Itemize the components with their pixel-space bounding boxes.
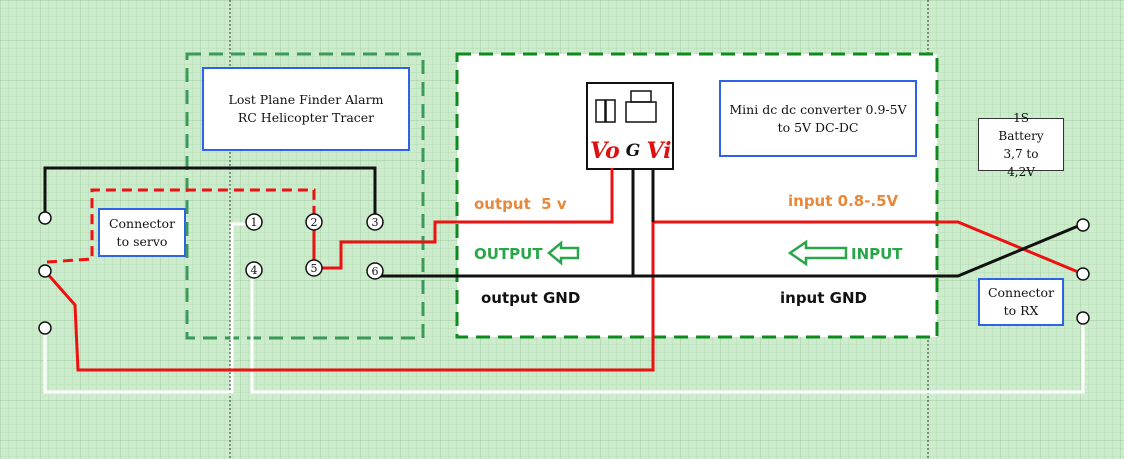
battery-label: 1S Battery 3,7 to 4,2V bbox=[978, 111, 1064, 179]
converter-label: Mini dc dc converter 0.9-5V to 5V DC-DC bbox=[719, 80, 917, 157]
input-arrow-label: INPUT bbox=[851, 245, 903, 263]
rx-contact-middle bbox=[1076, 267, 1090, 281]
rx-connector-label: Connector to RX bbox=[978, 278, 1064, 326]
rx-contact-top bbox=[1076, 218, 1090, 232]
red-dashed-wire bbox=[46, 188, 316, 264]
output-arrow-label: OUTPUT bbox=[474, 245, 543, 263]
svg-text:6: 6 bbox=[372, 265, 379, 278]
servo-contact-top bbox=[38, 211, 52, 225]
black-wires bbox=[43, 166, 1084, 278]
svg-text:5: 5 bbox=[311, 262, 318, 275]
svg-text:2: 2 bbox=[311, 216, 318, 229]
pin-3: 3 bbox=[366, 213, 384, 231]
input-arrow-icon bbox=[787, 239, 848, 267]
pin-4: 4 bbox=[245, 261, 263, 279]
svg-text:1: 1 bbox=[251, 216, 258, 229]
pin-5: 5 bbox=[305, 259, 323, 277]
svg-text:3: 3 bbox=[372, 216, 379, 229]
pin-g-label: G bbox=[626, 141, 641, 161]
pin-2: 2 bbox=[305, 213, 323, 231]
pin-1: 1 bbox=[245, 213, 263, 231]
white-wires bbox=[43, 222, 1085, 394]
output-arrow-icon bbox=[547, 240, 580, 266]
output-voltage-label: output 5 v bbox=[474, 195, 567, 213]
servo-contact-middle bbox=[38, 264, 52, 278]
regulator-chip: Vo G Vi bbox=[586, 82, 674, 170]
servo-contact-bottom bbox=[38, 321, 52, 335]
pin-vo-label: Vo bbox=[590, 138, 620, 164]
servo-connector-label: Connector to servo bbox=[98, 208, 186, 257]
rx-contact-bottom bbox=[1076, 311, 1090, 325]
output-gnd-label: output GND bbox=[481, 289, 580, 307]
finder-label: Lost Plane Finder Alarm RC Helicopter Tr… bbox=[202, 67, 410, 151]
pin-vi-label: Vi bbox=[646, 138, 671, 164]
input-gnd-label: input GND bbox=[780, 289, 867, 307]
input-voltage-label: input 0.8-.5V bbox=[788, 192, 899, 210]
pin-6: 6 bbox=[366, 262, 384, 280]
finder-box bbox=[185, 52, 425, 340]
svg-text:4: 4 bbox=[251, 264, 258, 277]
